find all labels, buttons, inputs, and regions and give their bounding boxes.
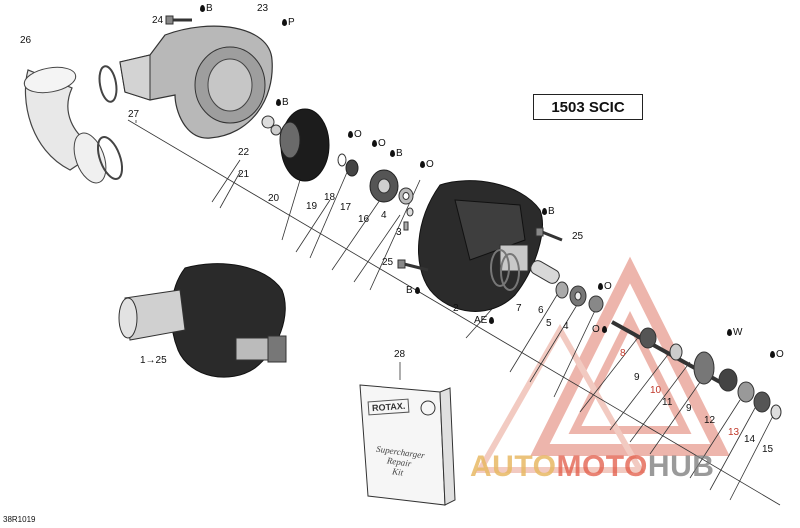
drop-icon bbox=[276, 99, 281, 106]
drop-icon bbox=[420, 161, 425, 168]
bolt-24-part bbox=[165, 15, 192, 25]
callout-5: 5 bbox=[546, 318, 552, 329]
leader-lines bbox=[127, 119, 781, 506]
callout-1-to-25: 1→25 bbox=[140, 355, 167, 366]
callout-4-upper: 4 bbox=[381, 210, 387, 221]
drop-icon bbox=[727, 329, 732, 336]
callout-17: 17 bbox=[340, 202, 352, 213]
callout-4-lower: 4 bbox=[563, 321, 569, 332]
washer-21-part bbox=[270, 124, 282, 136]
shaft-small-parts bbox=[337, 153, 414, 205]
drop-icon bbox=[770, 351, 775, 358]
supercharger-cover-part bbox=[119, 25, 273, 139]
note-b-25-left: B bbox=[406, 286, 421, 296]
callout-22: 22 bbox=[238, 147, 250, 158]
drop-icon bbox=[489, 317, 495, 324]
callout-13: 13 bbox=[728, 427, 740, 438]
callout-12: 12 bbox=[704, 415, 716, 426]
callout-18: 18 bbox=[324, 192, 336, 203]
note-b-bolt: B bbox=[200, 4, 213, 14]
drop-icon bbox=[601, 326, 607, 333]
callout-19: 19 bbox=[306, 201, 318, 212]
shaft-bearing-parts bbox=[530, 260, 604, 313]
drop-icon bbox=[414, 287, 420, 294]
callout-25-left: 25 bbox=[382, 257, 394, 268]
drop-icon bbox=[542, 208, 547, 215]
note-b-25-right: B bbox=[542, 207, 555, 217]
callout-16: 16 bbox=[358, 214, 370, 225]
note-b-washer: B bbox=[276, 98, 289, 108]
callout-15: 15 bbox=[762, 444, 774, 455]
callout-9-upper: 9 bbox=[634, 372, 640, 383]
callout-3: 3 bbox=[396, 227, 402, 238]
note-ae-7: AE bbox=[474, 316, 495, 326]
callout-28: 28 bbox=[394, 349, 406, 360]
drop-icon bbox=[200, 5, 205, 12]
drop-icon bbox=[348, 131, 353, 138]
callout-25-right: 25 bbox=[572, 231, 584, 242]
drop-icon bbox=[598, 283, 603, 290]
callout-14: 14 bbox=[744, 434, 756, 445]
drop-icon bbox=[390, 150, 395, 157]
callout-9-lower: 9 bbox=[686, 403, 692, 414]
callout-2: 2 bbox=[453, 303, 459, 314]
note-p-cover: P bbox=[282, 18, 295, 28]
callout-20: 20 bbox=[268, 193, 280, 204]
assembled-supercharger-part bbox=[118, 263, 287, 378]
note-o-17: O bbox=[372, 139, 386, 149]
gear-shaft-parts bbox=[611, 320, 782, 420]
callout-23: 23 bbox=[257, 3, 269, 14]
callout-6: 6 bbox=[538, 305, 544, 316]
kit-brand-label: ROTAX. bbox=[367, 398, 410, 416]
note-o-bearing: O bbox=[770, 350, 784, 360]
repair-kit-card bbox=[359, 384, 456, 506]
automotohub-watermark: AUTOMOTOHUB bbox=[470, 450, 715, 483]
callout-8: 8 bbox=[620, 348, 626, 359]
drop-icon bbox=[372, 140, 377, 147]
model-label: 1503 SCIC bbox=[533, 94, 643, 120]
callout-7: 7 bbox=[516, 303, 522, 314]
callout-21: 21 bbox=[238, 169, 250, 180]
impeller-part bbox=[279, 108, 330, 182]
note-o-5: O bbox=[598, 282, 612, 292]
supercharger-housing-part bbox=[418, 180, 543, 312]
callout-10: 10 bbox=[650, 385, 662, 396]
drop-icon bbox=[282, 19, 287, 26]
callout-26: 26 bbox=[20, 35, 32, 46]
note-o-18: O bbox=[348, 130, 362, 140]
callout-24: 24 bbox=[152, 15, 164, 26]
note-o-8: O bbox=[592, 325, 608, 335]
note-b-16: B bbox=[390, 149, 403, 159]
washer-22-part bbox=[261, 115, 275, 129]
note-o-4: O bbox=[420, 160, 434, 170]
hose-clamp-part bbox=[96, 65, 124, 180]
elbow-hose-part bbox=[23, 66, 107, 184]
callout-27: 27 bbox=[128, 109, 140, 120]
note-w-gear: W bbox=[727, 328, 742, 338]
callout-11: 11 bbox=[662, 397, 673, 408]
housing-bolts bbox=[397, 207, 563, 272]
reference-code: 38R1019 bbox=[3, 515, 36, 524]
